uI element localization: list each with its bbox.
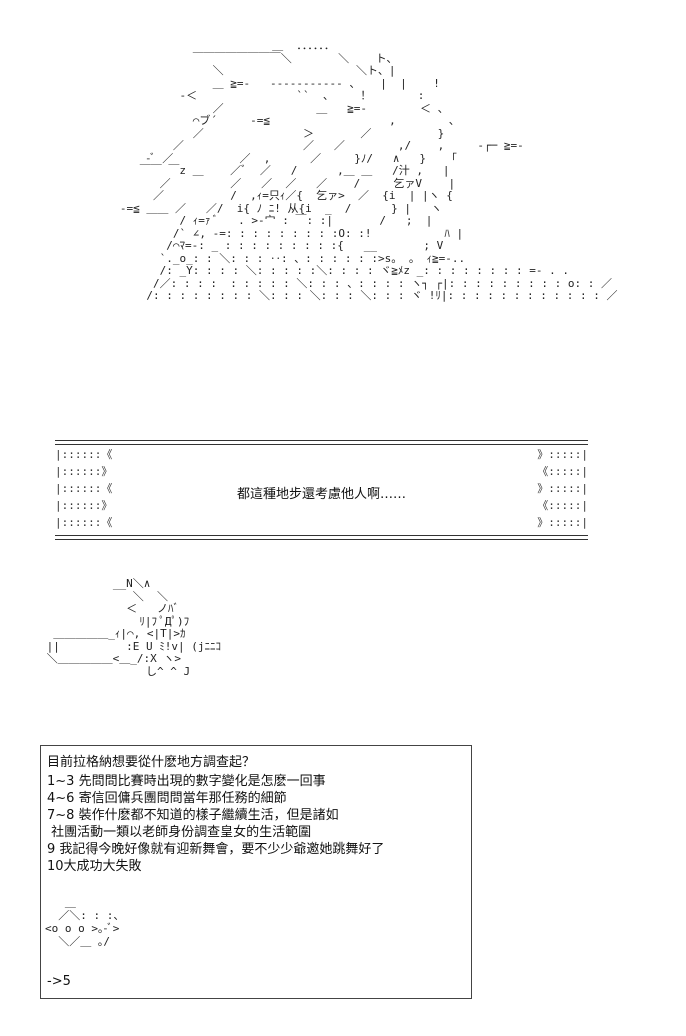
dialogue-banner: |::::::《 |::::::》 |::::::《 |::::::》 |:::… (55, 440, 588, 540)
ascii-face: ＿ ／＼: : :、 <o o o >｡-ﾞ> ＼／＿ ｡/ (45, 896, 125, 948)
choice-question: 目前拉格納想要從什麽地方調查起？ (47, 755, 256, 770)
choice-item: 社團活動一類以老師身份調查皇女的生活範圍 (47, 825, 312, 840)
banner-top-border (55, 440, 588, 445)
choice-item: 1~3 先問問比賽時出現的數字變化是怎麽一回事 (47, 774, 326, 789)
banner-bottom-border (55, 535, 588, 540)
choice-item: 9 我記得今晚好像就有迎新舞會，要不少少爺邀她跳舞好了 (47, 842, 385, 857)
ascii-art-character: __N＼∧ ＼ ＼ ＜ ノﾊﾞ ﾘ|ﾌ ﾟДﾟ)ﾌ ＿＿＿＿＿_ｨ|⌒, <|T… (46, 577, 221, 678)
banner-text: 都這種地步還考慮他人啊…… (236, 487, 406, 502)
banner-right-ornament: 》:::::| 《:::::| 》:::::| 《:::::| 》:::::| (537, 448, 588, 529)
banner-left-ornament: |::::::《 |::::::》 |::::::《 |::::::》 |:::… (55, 448, 113, 529)
choice-item: 4~6 寄信回傭兵團問問當年那任務的細節 (47, 791, 287, 806)
choice-answer: ->5 (47, 974, 71, 989)
choice-list: 1~3 先問問比賽時出現的數字變化是怎麽一回事 4~6 寄信回傭兵團問問當年那任… (47, 773, 384, 875)
choice-item: 10大成功大失敗 (47, 859, 142, 874)
ascii-art-explosion: ＿ ．．．．．． ￣￣￣￣￣￣￣￣＼ ＼ ト、 ＼ ＼ト、| ＿ ≧=- ---… (119, 39, 618, 302)
choice-box: 目前拉格納想要從什麽地方調查起？ 1~3 先問問比賽時出現的數字變化是怎麽一回事… (40, 745, 472, 999)
choice-item: 7~8 裝作什麽都不知道的樣子繼續生活，但是諸如 (47, 808, 339, 823)
